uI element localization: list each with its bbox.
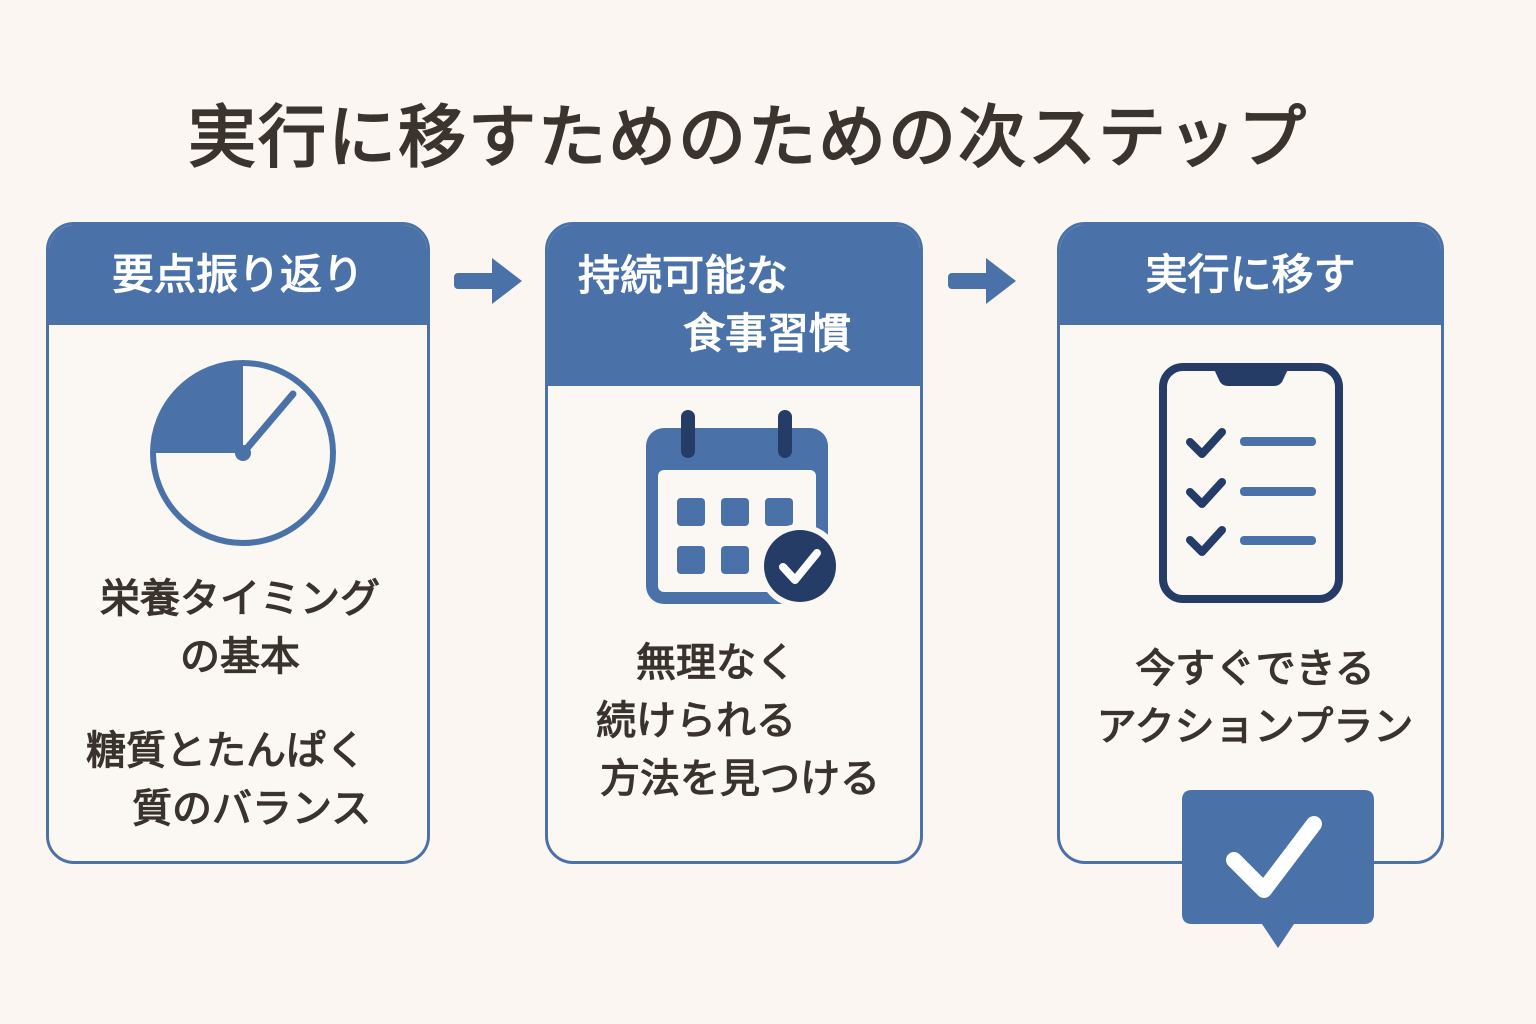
action-text: 今すぐできる アクションプラン — [1090, 640, 1420, 756]
review-item-1-line2: の基本 — [180, 634, 300, 680]
review-item-1: 栄養タイミング の基本 — [86, 570, 394, 686]
review-item-2-line1: 糖質とたんぱく — [86, 728, 366, 774]
step-heading-line1: 持続可能な — [578, 251, 789, 300]
step-card-action: 実行に移す — [1057, 222, 1444, 864]
calendar-check-icon — [646, 410, 842, 608]
review-item-1-line1: 栄養タイミング — [100, 576, 380, 622]
clock-pie-icon — [150, 360, 336, 546]
review-item-2-line2: 質のバランス — [132, 786, 372, 832]
habits-text-line2: 続けられる — [596, 698, 796, 744]
step-heading: 持続可能な 食事習慣 — [548, 225, 920, 386]
check-speech-bubble-icon — [1182, 790, 1374, 948]
habits-text-line3: 方法を見つける — [600, 756, 880, 802]
step-heading-line2: 食事習慣 — [683, 309, 852, 358]
checklist-phone-icon — [1159, 363, 1343, 603]
action-text-line1: 今すぐできる — [1135, 646, 1375, 692]
arrow-right-icon — [948, 258, 1016, 304]
step-heading: 要点振り返り — [49, 225, 427, 325]
habits-text-line1: 無理なく — [636, 640, 796, 686]
review-item-2: 糖質とたんぱく 質のバランス — [86, 722, 371, 838]
step-card-review: 要点振り返り — [46, 222, 430, 864]
page-title: 実行に移すためのための次ステップ — [188, 99, 1309, 178]
habits-text: 無理なく 続けられる 方法を見つける — [596, 634, 880, 808]
action-text-line2: アクションプラン — [1096, 704, 1414, 750]
step-heading: 実行に移す — [1060, 225, 1441, 325]
arrow-right-icon — [454, 258, 522, 304]
